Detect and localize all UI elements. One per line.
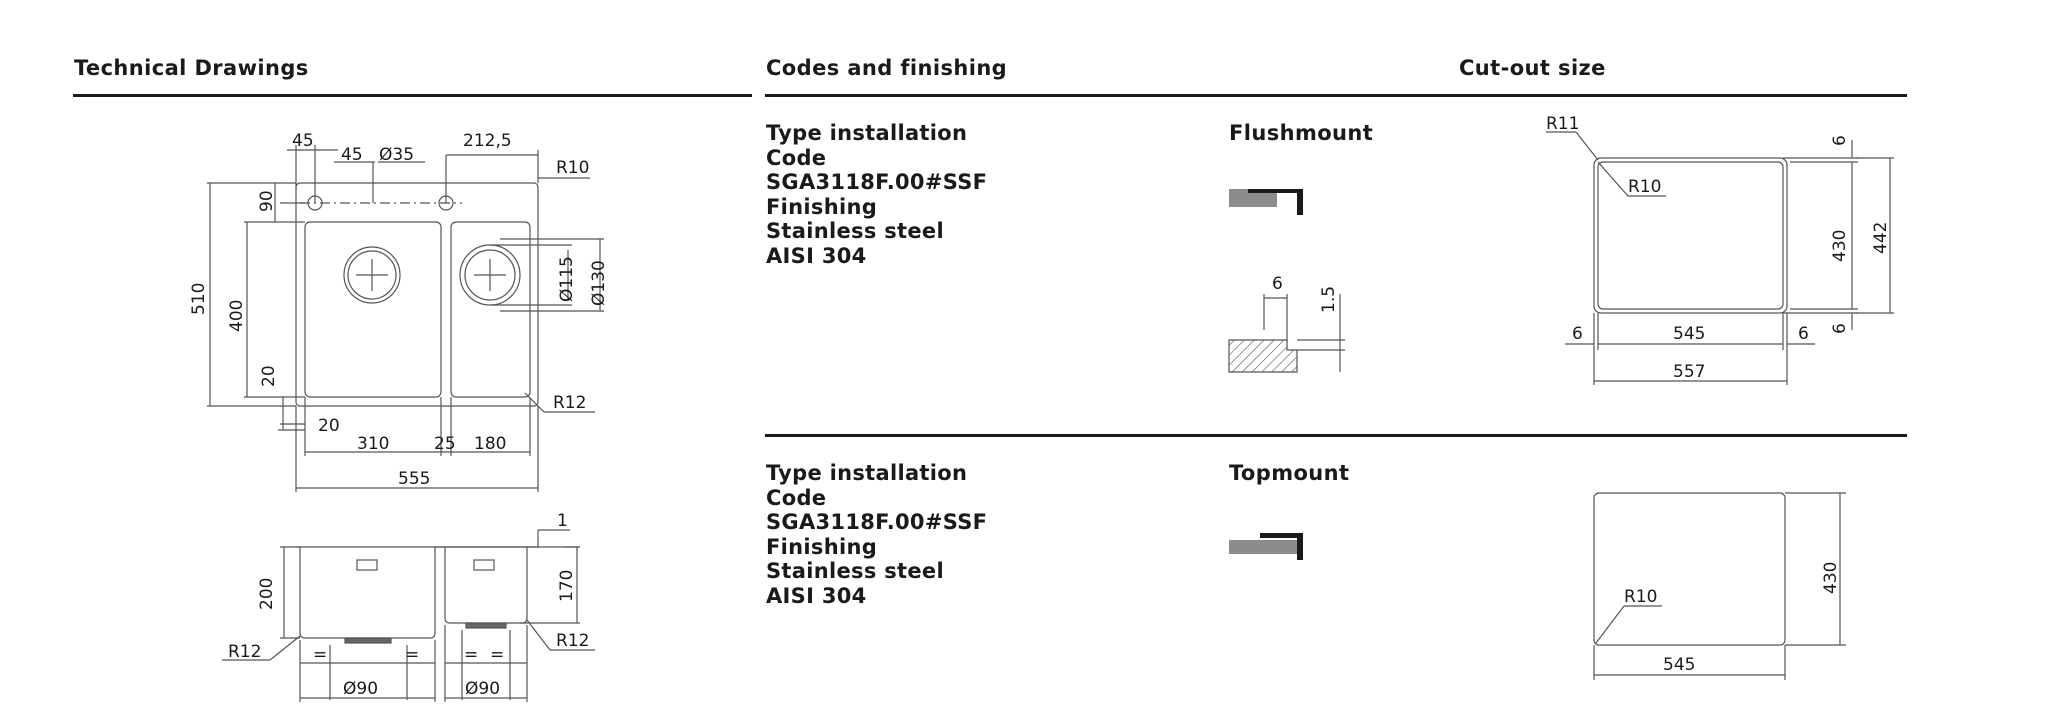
sink-outline — [295, 182, 539, 407]
dim-6: 6 — [1272, 274, 1283, 294]
dim-310: 310 — [357, 434, 389, 454]
dim-r11: R11 — [1546, 114, 1579, 134]
dim-555: 555 — [398, 469, 430, 489]
dim-r10: R10 — [556, 158, 589, 178]
main-drain — [343, 246, 401, 304]
dim-6-top: 6 — [1830, 135, 1850, 146]
dim-212: 212,5 — [463, 131, 512, 151]
flushmount-info: Type installation Code SGA3118F.00#SSF F… — [766, 121, 987, 268]
flushmount-cutout — [1546, 131, 1894, 385]
dim-200: 200 — [257, 578, 277, 610]
dim-45-b: 45 — [341, 145, 363, 165]
code-label: Code — [766, 145, 827, 170]
dim-557: 557 — [1673, 362, 1705, 382]
flushmount-title: Flushmount — [1229, 121, 1374, 145]
dim-130: Ø130 — [589, 260, 609, 306]
equal-mark: = — [313, 645, 327, 665]
finishing-label: Finishing — [766, 534, 878, 559]
codes-finishing-heading: Codes and finishing — [766, 56, 1008, 80]
equal-mark: = — [490, 645, 504, 665]
dim-180: 180 — [474, 434, 506, 454]
code-value: SGA3118F.00#SSF — [766, 170, 988, 194]
code-value: SGA3118F.00#SSF — [766, 510, 988, 534]
topmount-info: Type installation Code SGA3118F.00#SSF F… — [766, 461, 987, 608]
finishing-value: Stainless steel — [766, 219, 944, 243]
dim-6-left: 6 — [1572, 324, 1583, 344]
main-bowl — [304, 221, 442, 398]
dim-1-5: 1.5 — [1319, 286, 1339, 313]
dim-90: 90 — [257, 190, 277, 212]
sink-front-view — [222, 529, 595, 702]
flushmount-profile-icon — [1229, 189, 1303, 215]
dim-20-v: 20 — [259, 365, 279, 387]
second-bowl-section — [444, 547, 528, 624]
flushmount-cutout-dims: R11 R10 6 430 442 6 545 6 6 557 — [1546, 114, 1891, 382]
header-rule-left — [73, 94, 752, 97]
dim-r12: R12 — [553, 393, 586, 413]
dim-510: 510 — [189, 283, 209, 315]
code-label: Code — [766, 485, 827, 510]
dim-20-h: 20 — [318, 416, 340, 436]
type-installation-label: Type installation — [766, 121, 968, 145]
dim-442: 442 — [1871, 222, 1891, 254]
dim-6-right: 6 — [1798, 324, 1809, 344]
section-divider — [765, 434, 1907, 437]
dim-90-right: Ø90 — [465, 679, 500, 699]
front-view-dimensions: 1 200 170 R12 R12 = = = = Ø90 Ø90 — [228, 511, 589, 699]
flushmount-section-dims: 6 1.5 — [1272, 274, 1339, 313]
dim-170: 170 — [557, 570, 577, 602]
equal-mark: = — [405, 645, 419, 665]
dim-r12-left: R12 — [228, 642, 261, 662]
dim-400: 400 — [227, 300, 247, 332]
main-bowl-section — [299, 547, 436, 639]
finishing-label: Finishing — [766, 194, 878, 219]
dim-r12-right: R12 — [556, 631, 589, 651]
dim-545: 545 — [1663, 655, 1695, 675]
dim-545: 545 — [1673, 324, 1705, 344]
dim-430: 430 — [1830, 230, 1850, 262]
dim-430: 430 — [1821, 562, 1841, 594]
topmount-cutout — [1593, 492, 1846, 680]
second-bowl — [450, 221, 531, 398]
finishing-value: Stainless steel — [766, 559, 944, 583]
material-value: AISI 304 — [766, 243, 867, 268]
dim-25: 25 — [434, 434, 456, 454]
dim-r10: R10 — [1628, 177, 1661, 197]
equal-mark: = — [464, 645, 478, 665]
topmount-profile-icon — [1229, 533, 1303, 560]
header-rule-right — [765, 94, 1907, 97]
type-installation-label: Type installation — [766, 461, 968, 485]
dim-r10: R10 — [1624, 587, 1657, 607]
dim-35: Ø35 — [379, 145, 414, 165]
top-view-dimensions: 45 45 Ø35 212,5 R10 90 510 400 20 Ø115 Ø… — [189, 131, 609, 489]
technical-drawings-heading: Technical Drawings — [74, 56, 309, 80]
dim-6-bottom: 6 — [1830, 323, 1850, 334]
dim-45-a: 45 — [292, 131, 314, 151]
cutout-size-heading: Cut-out size — [1459, 56, 1606, 80]
flushmount-section-detail — [1228, 294, 1345, 373]
dim-115: Ø115 — [557, 256, 577, 302]
topmount-cutout-dims: R10 430 545 — [1624, 562, 1841, 675]
dim-90-left: Ø90 — [343, 679, 378, 699]
material-value: AISI 304 — [766, 583, 867, 608]
topmount-title: Topmount — [1229, 461, 1350, 485]
dim-1: 1 — [557, 511, 568, 531]
sink-top-view — [207, 145, 604, 492]
